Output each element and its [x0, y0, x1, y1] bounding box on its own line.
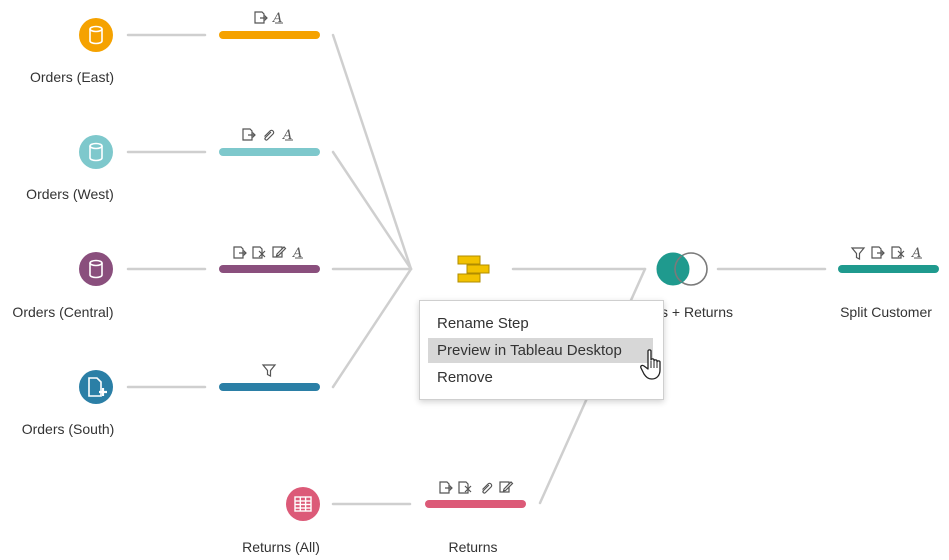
rename-icon	[271, 10, 284, 27]
edit-icon	[499, 481, 514, 493]
input-node-south[interactable]	[79, 370, 113, 404]
input-label-returns: Returns (All)	[242, 539, 320, 555]
input-label-west: Orders (West)	[26, 186, 114, 202]
output-step-split-customer[interactable]	[838, 265, 939, 273]
clean-step-returns[interactable]	[425, 500, 526, 508]
attachment-icon	[481, 482, 493, 494]
context-menu: Rename Step Preview in Tableau Desktop R…	[419, 300, 664, 400]
rename-icon	[910, 245, 923, 262]
join-node[interactable]	[656, 252, 708, 286]
database-icon	[89, 259, 103, 279]
input-node-returns[interactable]	[286, 487, 320, 521]
union-icon	[457, 255, 490, 283]
file-add-icon	[88, 377, 107, 397]
edit-icon	[272, 246, 287, 258]
changes-icon	[871, 246, 885, 259]
input-label-central: Orders (Central)	[12, 304, 114, 320]
menu-item-preview-in-tableau-desktop[interactable]: Preview in Tableau Desktop	[428, 338, 653, 363]
changes-icon	[439, 481, 453, 494]
rename-icon	[281, 127, 294, 144]
rename-icon	[291, 245, 304, 262]
step-label-returns: Returns	[448, 539, 498, 555]
table-icon	[294, 496, 312, 512]
join-label: s + Returns	[661, 304, 733, 320]
menu-item-rename-step[interactable]: Rename Step	[437, 315, 529, 332]
clean-step-central[interactable]	[219, 265, 320, 273]
database-icon	[89, 142, 103, 162]
remove-field-icon	[458, 481, 472, 494]
remove-field-icon	[252, 246, 266, 259]
database-icon	[89, 25, 103, 45]
attachment-icon	[263, 129, 275, 141]
input-node-west[interactable]	[79, 135, 113, 169]
join-icon	[656, 252, 708, 286]
clean-step-south[interactable]	[219, 383, 320, 391]
changes-icon	[242, 128, 256, 141]
filter-icon	[851, 247, 865, 260]
clean-step-east[interactable]	[219, 31, 320, 39]
filter-icon	[262, 364, 276, 377]
input-node-central[interactable]	[79, 252, 113, 286]
remove-field-icon	[891, 246, 905, 259]
hand-cursor-overlay-icon	[640, 349, 661, 380]
input-label-south: Orders (South)	[21, 421, 115, 437]
input-label-east: Orders (East)	[29, 69, 115, 85]
changes-icon	[254, 11, 268, 24]
union-node[interactable]	[457, 255, 490, 283]
menu-item-remove[interactable]: Remove	[437, 369, 493, 386]
clean-step-west[interactable]	[219, 148, 320, 156]
output-step-label: Split Customer	[840, 304, 932, 320]
changes-icon	[233, 246, 247, 259]
input-node-east[interactable]	[79, 18, 113, 52]
